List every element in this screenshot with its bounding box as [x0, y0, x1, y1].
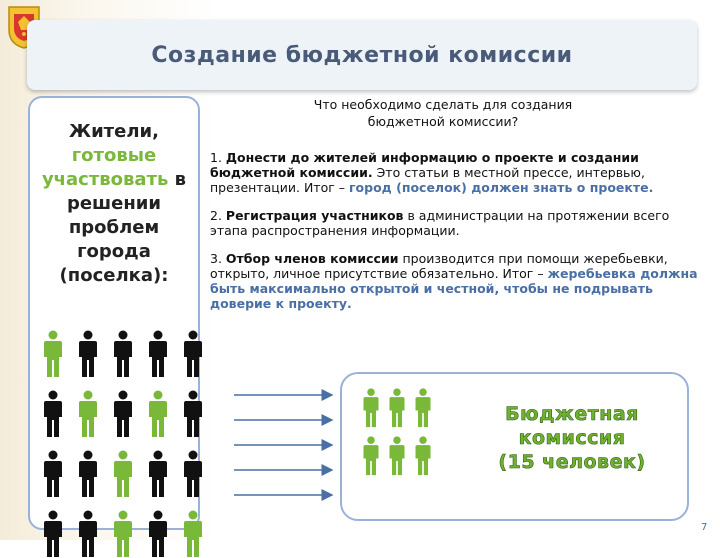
- person-green-icon: [149, 390, 167, 437]
- person-green-icon: [389, 436, 405, 476]
- residents-line-3: решении: [66, 193, 162, 214]
- step-3-bold: Отбор членов комиссии: [225, 251, 399, 266]
- person-black-icon: [184, 390, 202, 437]
- step-3-result: жеребьевка должна быть максимально откры…: [210, 266, 698, 311]
- residents-line-green-1: готовые: [71, 145, 157, 166]
- person-black-icon: [184, 450, 202, 497]
- questions-heading-line-1: Что необходимо сделать для создания: [313, 97, 573, 112]
- commission-label-line-2: комиссия: [518, 427, 626, 450]
- step-2-number: 2.: [210, 208, 226, 223]
- commission-label-line-3: (15 человек): [498, 451, 646, 474]
- step-1-number: 1.: [210, 150, 226, 165]
- residents-line-4: проблем: [68, 217, 160, 238]
- residents-line-1: Жители,: [69, 121, 159, 142]
- person-green-icon: [415, 436, 431, 476]
- person-black-icon: [44, 390, 62, 437]
- arrows-group: [234, 389, 334, 501]
- questions-heading: Что необходимо сделать для создания бюдж…: [268, 96, 618, 130]
- step-1-text: Это статьи в местной прессе, интервью, п…: [210, 165, 645, 195]
- person-green-icon: [44, 330, 62, 377]
- step-1: 1. Донести до жителей информацию о проек…: [210, 150, 698, 195]
- commission-people-grid: [360, 388, 434, 476]
- person-black-icon: [44, 510, 62, 557]
- residents-line-2: участвовать в: [30, 168, 198, 192]
- person-green-icon: [79, 390, 97, 437]
- page-title: Создание бюджетной комиссии: [151, 42, 573, 68]
- person-black-icon: [44, 450, 62, 497]
- commission-label: Бюджетная комиссия (15 человек): [472, 402, 672, 474]
- person-black-icon: [184, 330, 202, 377]
- steps-list: 1. Донести до жителей информацию о проек…: [210, 150, 698, 324]
- residents-line-green-2: участвовать: [41, 169, 169, 190]
- step-1-result: город (поселок) должен знать о проекте.: [349, 180, 654, 195]
- person-green-icon: [114, 510, 132, 557]
- person-black-icon: [79, 330, 97, 377]
- page-number: 7: [701, 522, 708, 533]
- residents-text: Жители, готовые участвовать в решении пр…: [30, 120, 198, 288]
- person-green-icon: [389, 388, 405, 428]
- commission-label-line-1: Бюджетная: [505, 403, 639, 426]
- residents-panel: Жители, готовые участвовать в решении пр…: [28, 96, 202, 557]
- questions-heading-line-2: бюджетной комиссии?: [367, 114, 519, 129]
- person-black-icon: [114, 330, 132, 377]
- step-3-text: производится при помощи жеребьевки, откр…: [210, 251, 668, 281]
- residents-line-6: (поселка):: [59, 265, 169, 286]
- step-3-number: 3.: [210, 251, 226, 266]
- residents-people-grid: [40, 330, 202, 558]
- step-2-bold: Регистрация участников: [225, 208, 404, 223]
- person-black-icon: [79, 450, 97, 497]
- person-green-icon: [184, 510, 202, 557]
- person-green-icon: [363, 388, 379, 428]
- person-green-icon: [114, 450, 132, 497]
- person-black-icon: [149, 450, 167, 497]
- person-green-icon: [363, 436, 379, 476]
- person-green-icon: [415, 388, 431, 428]
- step-3: 3. Отбор членов комиссии производится пр…: [210, 251, 698, 311]
- step-2: 2. Регистрация участников в администраци…: [210, 208, 698, 238]
- title-bar: Создание бюджетной комиссии: [27, 20, 697, 90]
- commission-box: Бюджетная комиссия (15 человек): [340, 372, 689, 521]
- step-2-text: в администрации на протяжении всего этап…: [210, 208, 670, 238]
- person-black-icon: [149, 510, 167, 557]
- residents-line-5: города: [77, 241, 151, 262]
- person-black-icon: [114, 390, 132, 437]
- person-black-icon: [149, 330, 167, 377]
- step-1-bold: Донести до жителей информацию о проекте …: [210, 150, 639, 180]
- residents-line-2-tail: в: [168, 169, 187, 190]
- person-black-icon: [79, 510, 97, 557]
